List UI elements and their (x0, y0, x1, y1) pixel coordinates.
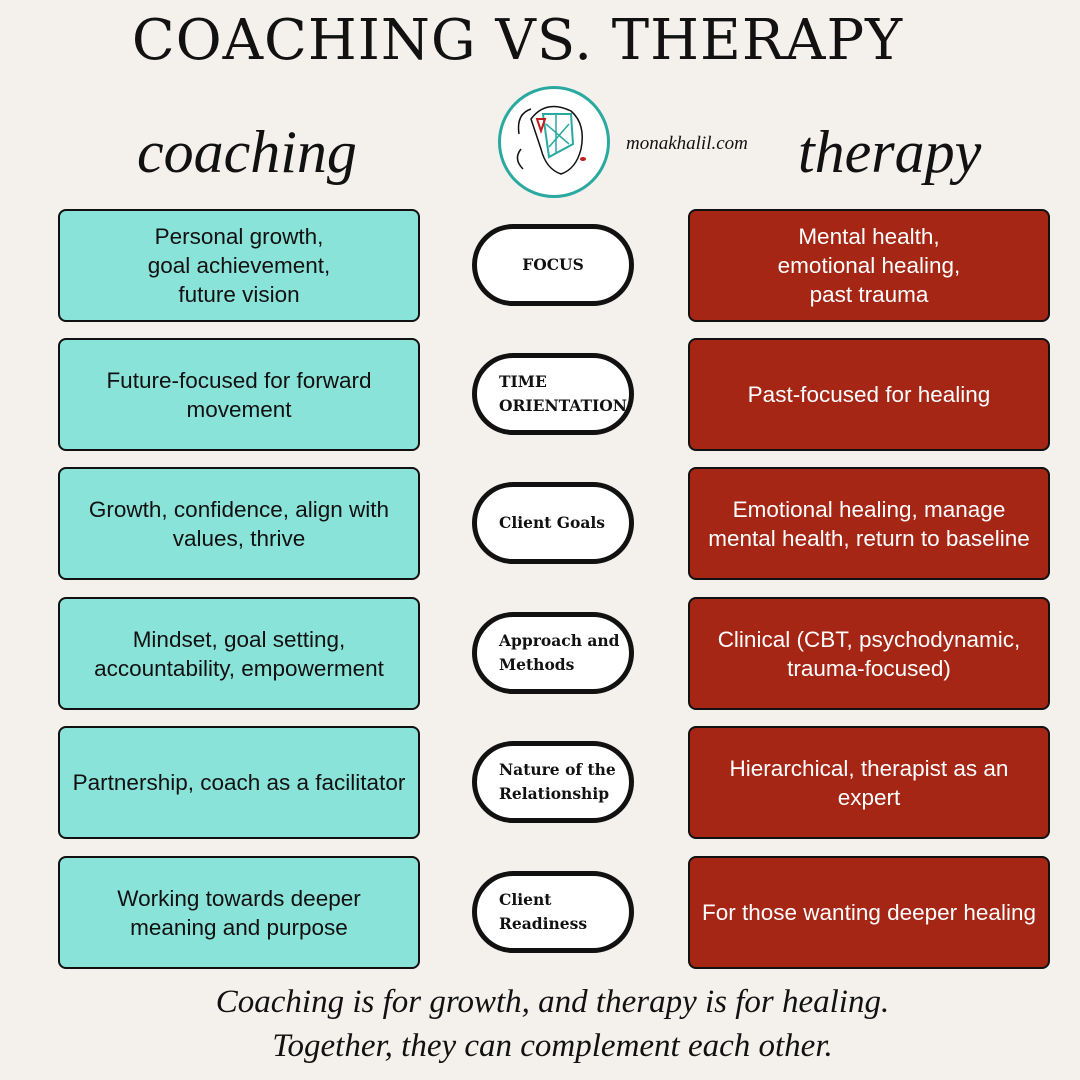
coaching-box: Working towards deeper meaning and purpo… (58, 856, 420, 969)
coaching-heading: coaching (137, 119, 357, 185)
category-pill: Client Goals (472, 482, 634, 564)
therapy-box: Emotional healing, manage mental health,… (688, 467, 1050, 580)
footer-line: Coaching is for growth, and therapy is f… (215, 984, 890, 1020)
category-pill: TIME ORIENTATION (472, 353, 634, 435)
coaching-box: Personal growth, goal achievement, futur… (58, 209, 420, 322)
page-title: COACHING VS. THERAPY (131, 8, 904, 73)
footer-quote: Coaching is for growth, and therapy is f… (0, 980, 1080, 1068)
therapy-heading: therapy (798, 119, 982, 185)
category-pill: Client Readiness (472, 871, 634, 953)
therapy-box: Hierarchical, therapist as an expert (688, 726, 1050, 839)
coaching-box: Partnership, coach as a facilitator (58, 726, 420, 839)
category-pill: Nature of the Relationship (472, 741, 634, 823)
therapy-box: Past-focused for healing (688, 338, 1050, 451)
footer-line: Together, they can complement each other… (272, 1028, 833, 1064)
category-pill: Approach and Methods (472, 612, 634, 694)
coaching-box: Growth, confidence, align with values, t… (58, 467, 420, 580)
coaching-box: Future-focused for forward movement (58, 338, 420, 451)
coaching-box: Mindset, goal setting, accountability, e… (58, 597, 420, 710)
website-link[interactable]: monakhalil.com (626, 133, 748, 154)
therapy-box: For those wanting deeper healing (688, 856, 1050, 969)
logo-woman-portrait-icon (498, 86, 610, 198)
category-pill: FOCUS (472, 224, 634, 306)
therapy-box: Mental health, emotional healing, past t… (688, 209, 1050, 322)
therapy-box: Clinical (CBT, psychodynamic, trauma-foc… (688, 597, 1050, 710)
